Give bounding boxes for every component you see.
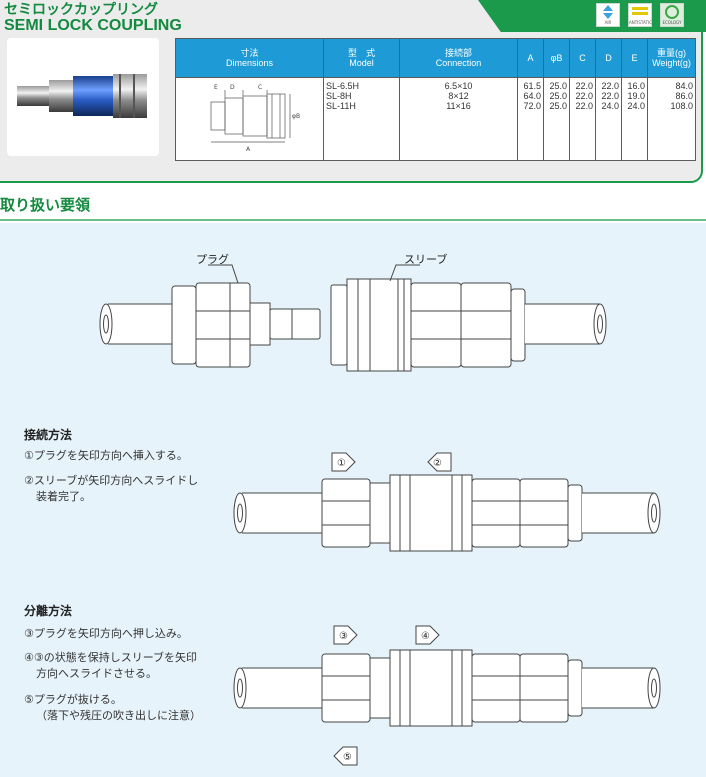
col-header-a: A [517,38,544,78]
air-badge-label: AIR [604,20,612,25]
antistatic-icon: ANTISTATIC [628,3,652,27]
plug-label: プラグ [196,252,229,266]
arrow-1-icon [331,452,356,472]
air-icon: AIR [596,3,620,27]
col-header-b: φB [543,38,570,78]
d-cell: 22.0 22.0 24.0 [595,77,622,161]
arrow-3-icon [333,625,358,645]
weight-cell: 84.0 86.0 108.0 [647,77,696,161]
arrow-4-label: ④ [421,631,430,642]
col-header-d: D [595,38,622,78]
model-cell: SL-6.5H SL-8H SL-11H [323,77,400,161]
disconnect-step-5: ⑤プラグが抜ける。 [24,693,122,706]
dimension-drawing: E D C φB A [210,84,300,153]
arrow-5-icon [333,746,358,766]
section-title: 取り扱い要領 [0,196,91,214]
arrow-2-icon [427,452,452,472]
antistatic-badge-label: ANTISTATIC [629,20,652,25]
dimension-drawing-cell: E D C φB A [175,77,324,161]
dim-label-a: A [246,146,251,153]
connect-title: 接続方法 [24,428,73,442]
connected-diagram: ① ② [233,452,661,552]
arrow-1-label: ① [337,458,346,469]
b-cell: 25.0 25.0 25.0 [543,77,570,161]
eco-icon: ECOLOGY [660,3,684,27]
product-title-jp: セミロックカップリング [4,2,158,18]
disconnect-diagram: ③ ④ ⑤ [233,625,661,766]
arrow-4-icon [415,625,440,645]
disconnect-step-5-note: （落下や残圧の吹き出しに注意） [36,709,201,722]
c-cell: 22.0 22.0 22.0 [569,77,596,161]
dim-label-e: E [214,84,218,91]
disconnect-step-4-cont: 方向へスライドさせる。 [36,667,157,680]
sleeve-label: スリーブ [404,252,447,266]
a-cell: 61.5 64.0 72.0 [517,77,544,161]
dim-label-c: C [258,84,262,91]
arrow-3-label: ③ [339,631,348,642]
eco-badge-label: ECOLOGY [662,20,682,25]
e-cell: 16.0 19.0 24.0 [621,77,648,161]
coupling-photo-illustration [17,74,147,118]
disconnect-step-3: ③プラグを矢印方向へ押し込み。 [24,627,188,640]
exploded-diagram: プラグ スリーブ [99,252,607,372]
col-header-e: E [621,38,648,78]
disconnect-step-4: ④③の状態を保持しスリーブを矢印 [24,651,198,664]
connect-step-1: ①プラグを矢印方向へ挿入する。 [24,449,188,462]
disconnect-title: 分離方法 [24,604,73,618]
dim-label-d: D [230,84,235,91]
product-photo [7,38,159,156]
section-divider [0,219,706,221]
dim-label-b: φB [292,113,300,120]
product-title-en: SEMI LOCK COUPLING [4,17,182,34]
connect-step-2: ②スリーブが矢印方向へスライドし [24,474,199,487]
col-header-weight: 重量(g)Weight(g) [647,38,696,78]
connect-step-2-cont: 装着完了。 [36,490,91,503]
connection-cell: 6.5×10 8×12 11×16 [399,77,518,161]
arrow-2-label: ② [433,458,442,469]
arrow-5-label: ⑤ [343,752,352,763]
col-header-c: C [569,38,596,78]
table-row: E D C φB A SL-6.5H SL-8H SL-11H 6.5×10 8… [175,77,696,161]
